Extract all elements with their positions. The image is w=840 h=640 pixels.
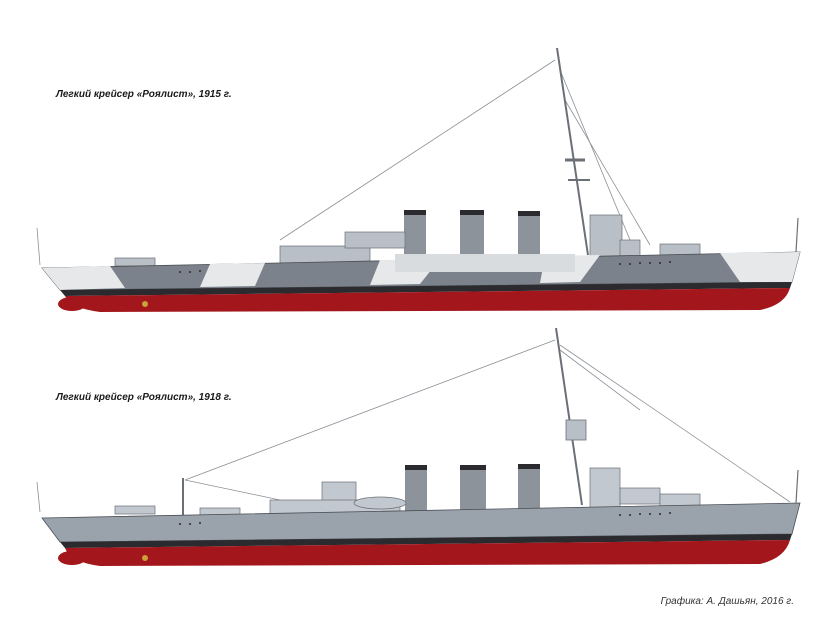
rudder-1915 [58, 297, 86, 311]
rigging-lines-1918 [36, 339, 791, 513]
portholes-1918 [179, 512, 671, 525]
propeller-1915 [142, 301, 148, 307]
hull-lower-1915 [65, 288, 790, 312]
graphics-credit: Графика: А. Дашьян, 2016 г. [660, 596, 794, 607]
caption-1915: Легкий крейсер «Роялист», 1915 г. [56, 89, 232, 100]
propeller-1918 [142, 555, 148, 561]
funnels-1915 [404, 210, 540, 258]
rigging-lines-1915 [36, 59, 651, 266]
superstructure-1915 [114, 214, 701, 267]
hull-lower-1918 [65, 540, 790, 566]
caption-1918: Легкий крейсер «Роялист», 1918 г. [56, 392, 232, 403]
boot-top-1915 [60, 282, 792, 296]
portholes-1915 [179, 261, 671, 273]
masts-1918 [182, 327, 583, 515]
rudder-1918 [58, 551, 86, 565]
foremast-platform-1918 [565, 419, 587, 441]
ship-illustration-1918 [36, 327, 801, 566]
boot-top-1918 [60, 534, 792, 548]
ship-illustration-1915 [36, 47, 801, 312]
dazzle-pattern-1915 [42, 252, 800, 290]
funnels-1918 [405, 464, 540, 513]
bow-staff-1915 [795, 217, 799, 253]
mast-1915 [556, 47, 590, 256]
bow-staff-1918 [795, 469, 799, 504]
